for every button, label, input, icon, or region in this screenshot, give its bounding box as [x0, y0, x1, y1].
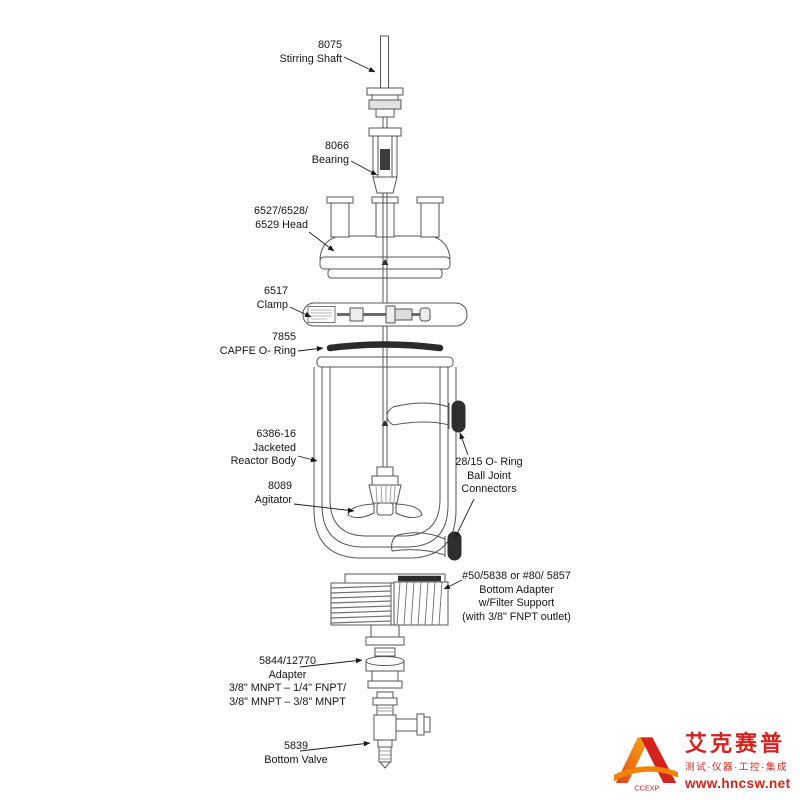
part-name: Connectors — [461, 483, 517, 496]
part-name: 3/8" MNPT – 3/8" MNPT — [229, 695, 346, 708]
part-number: 5844/12770 — [258, 655, 317, 667]
part-name: Bottom Adapter — [479, 583, 554, 596]
part-reactor-body — [313, 356, 457, 559]
part-adapter — [365, 647, 405, 689]
part-ball-joint-connectors — [386, 400, 466, 561]
shaft-mark-head — [381, 259, 389, 265]
part-name: 6529 Head — [255, 218, 308, 231]
label-head: 6527/6528/ 6529 Head — [198, 205, 308, 232]
part-bearing — [368, 127, 402, 194]
part-number: 8089 — [267, 480, 292, 492]
shaft-mark-vessel — [381, 420, 389, 426]
part-number: #50/5838 or #80/ 5857 — [462, 570, 571, 582]
part-name: Stirring Shaft — [279, 52, 342, 65]
brand-url[interactable]: www.hncsw.net — [685, 776, 791, 792]
part-number: 5839 — [283, 740, 309, 752]
brand-name: 艾克赛普 — [685, 731, 786, 756]
part-name: Jacketed — [252, 441, 296, 454]
accexp-logo-icon: CCEXP — [614, 737, 678, 792]
label-capfe-o-ring: 7855 CAPFE O- Ring — [176, 331, 296, 358]
part-number: 6527/6528/ — [253, 205, 308, 217]
part-name: Reactor Body — [230, 455, 296, 468]
part-name: Bearing — [311, 153, 349, 166]
part-name: Adapter — [268, 668, 307, 681]
brand-logo: CCEXP 艾克赛普 测试·仪器·工控·集成 www.hncsw.net — [614, 731, 790, 793]
leader-lines — [289, 56, 475, 752]
part-bottom-adapter — [330, 573, 449, 646]
part-number: 28/15 O- Ring — [455, 456, 523, 468]
part-name: Ball Joint — [467, 469, 511, 482]
part-bottom-valve — [372, 691, 431, 769]
part-stirring-shaft — [366, 35, 404, 118]
label-bottom-adapter: #50/5838 or #80/ 5857 Bottom Adapter w/F… — [424, 570, 609, 624]
part-number: 8066 — [324, 140, 349, 152]
part-name: Bottom Valve — [264, 753, 328, 766]
label-bearing: 8066 Bearing — [239, 140, 349, 167]
part-agitator — [347, 466, 423, 519]
part-number: 6517 — [263, 285, 288, 297]
logo-mark-text: CCEXP — [634, 783, 659, 792]
part-name: 3/8" MNPT – 1/4" FNPT/ — [228, 682, 347, 695]
brand-text-block: 艾克赛普 测试·仪器·工控·集成 www.hncsw.net — [685, 731, 790, 791]
label-ball-joint-connectors: 28/15 O- Ring Ball Joint Connectors — [428, 456, 550, 497]
label-bottom-valve: 5839 Bottom Valve — [236, 740, 356, 767]
label-stirring-shaft: 8075 Stirring Shaft — [232, 39, 342, 66]
part-clamp — [302, 302, 468, 327]
label-clamp: 6517 Clamp — [188, 285, 288, 312]
label-adapter: 5844/12770 Adapter 3/8" MNPT – 1/4" FNPT… — [195, 655, 380, 709]
part-name: w/Filter Support — [478, 597, 555, 610]
part-number: 8075 — [317, 39, 342, 51]
part-name: CAPFE O- Ring — [219, 344, 296, 357]
label-jacketed-reactor-body: 6386-16 Jacketed Reactor Body — [176, 428, 296, 469]
part-number: 6386-16 — [256, 428, 296, 440]
part-name: (with 3/8" FNPT outlet) — [462, 610, 571, 623]
label-agitator: 8089 Agitator — [192, 480, 292, 507]
part-name: Agitator — [254, 493, 292, 506]
part-number: 7855 — [271, 331, 296, 343]
part-capfe-o-ring — [326, 341, 444, 352]
part-name: Clamp — [256, 298, 288, 311]
brand-tagline: 测试·仪器·工控·集成 — [685, 762, 789, 774]
part-head — [319, 196, 451, 279]
